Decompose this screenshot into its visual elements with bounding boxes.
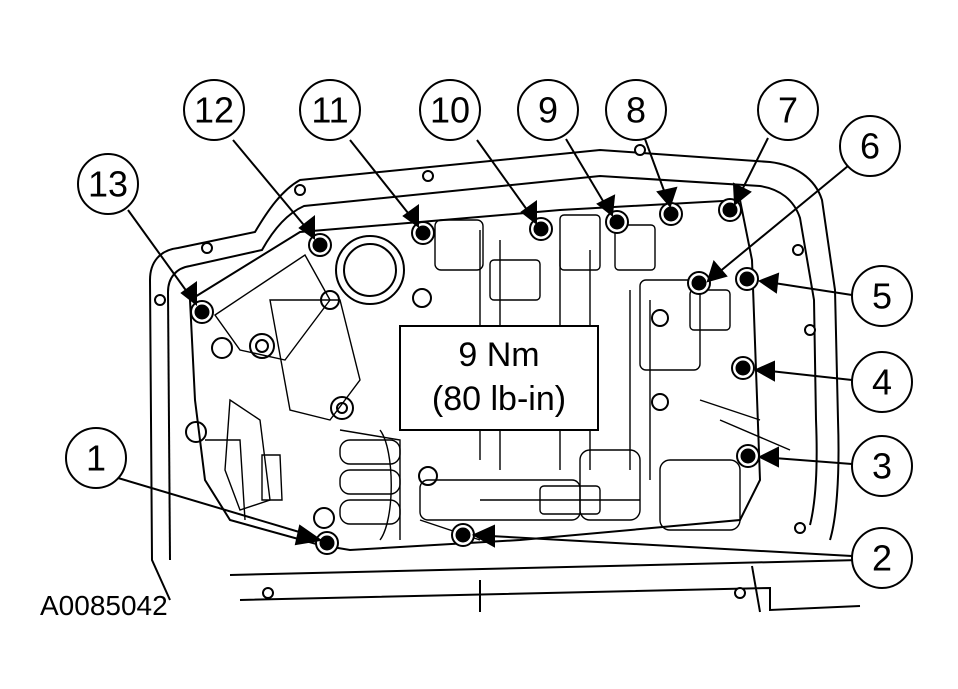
leader-6 — [706, 165, 849, 283]
leader-lines — [117, 137, 853, 557]
leader-3 — [757, 446, 853, 468]
callout-8-label: 8 — [626, 90, 646, 131]
torque-spec-lbin: (80 lb-in) — [432, 380, 566, 418]
bolt-8 — [659, 202, 683, 226]
callout-9: 9 — [517, 79, 579, 141]
leader-12 — [232, 139, 315, 240]
bolt-4 — [731, 356, 755, 380]
callout-12-label: 12 — [194, 90, 234, 131]
callout-13: 13 — [77, 153, 139, 215]
callout-4-label: 4 — [872, 362, 892, 403]
callout-9-label: 9 — [538, 90, 558, 131]
callout-6-label: 6 — [860, 126, 880, 167]
callout-7: 7 — [757, 79, 819, 141]
leader-4 — [753, 360, 853, 382]
callout-2: 2 — [851, 527, 913, 589]
figure-id: A0085042 — [40, 590, 168, 621]
leader-8 — [644, 138, 678, 208]
transmission-case-outline — [149, 144, 861, 613]
bolt-6 — [687, 271, 711, 295]
callout-3-label: 3 — [872, 446, 892, 487]
leader-5 — [757, 272, 853, 296]
callout-11-label: 11 — [311, 90, 348, 131]
callout-3: 3 — [851, 435, 913, 497]
callout-10: 10 — [419, 79, 481, 141]
bolt-3 — [736, 444, 760, 468]
callouts: 1 2 3 4 5 6 7 8 9 10 11 12 13 — [65, 79, 913, 589]
bolt-1 — [315, 531, 339, 555]
callout-10-label: 10 — [430, 90, 470, 131]
leader-9 — [565, 138, 616, 217]
bolt-11 — [411, 221, 435, 245]
leader-1 — [117, 477, 323, 546]
callout-12: 12 — [183, 79, 245, 141]
leader-2 — [471, 524, 853, 557]
callout-11: 11 — [299, 79, 361, 141]
callout-7-label: 7 — [778, 90, 798, 131]
callout-5: 5 — [851, 265, 913, 327]
leader-10 — [476, 139, 537, 226]
torque-spec-nm: 9 Nm — [458, 336, 539, 374]
bolt-9 — [605, 210, 629, 234]
callout-13-label: 13 — [88, 164, 128, 205]
valve-body-plate — [185, 198, 791, 552]
bolt-13 — [190, 300, 214, 324]
leader-13 — [127, 209, 197, 307]
leader-7 — [732, 137, 769, 207]
callout-2-label: 2 — [872, 538, 892, 579]
bolt-5 — [735, 267, 759, 291]
callout-8: 8 — [605, 79, 667, 141]
callout-6: 6 — [839, 115, 901, 177]
callout-1: 1 — [65, 427, 127, 489]
callout-4: 4 — [851, 351, 913, 413]
callout-5-label: 5 — [872, 276, 892, 317]
torque-spec-box: 9 Nm (80 lb-in) — [399, 325, 599, 431]
leader-11 — [349, 139, 419, 228]
callout-1-label: 1 — [86, 438, 106, 479]
bolt-2 — [451, 523, 475, 547]
